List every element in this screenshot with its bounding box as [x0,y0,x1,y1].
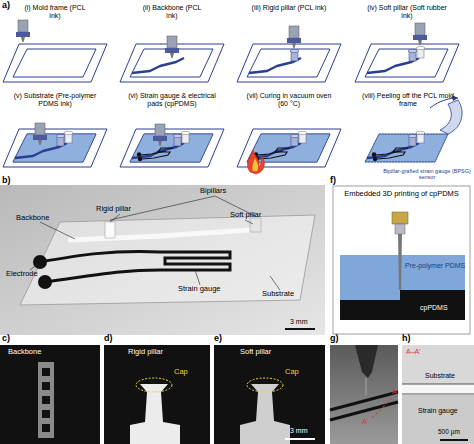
step-label: (v) Substrate (Pre-polymer PDMS ink) [12,92,98,107]
panel-letter: b) [2,176,11,186]
step-label: (ii) Backbone (PCL ink) [137,4,207,19]
scale-label: 500 μm [438,428,460,435]
part-label: Backbone [8,348,41,356]
scale-label: 3 mm [290,318,308,326]
part-label: Soft pillar [230,211,261,219]
part-label: Soft pillar [240,348,271,356]
scale-label: 3 mm [290,427,308,435]
step-label: (viii) Peeling off the PCL mold frame [362,92,454,107]
part-label: Bipillars [200,187,226,195]
step-label: (vii) Curing in vacuum oven (60 °C) [244,92,334,107]
panel-letter: f) [330,176,336,186]
part-label: Rigid pillar [128,348,163,356]
step-label: (iii) Rigid pillar (PCL ink) [249,4,329,12]
panel-letter: d) [104,334,113,344]
panel-letter: h) [402,334,411,344]
part-label: Substrate [262,290,294,298]
part-label: Electrode [6,270,38,278]
part-label: Strain gauge [178,285,221,293]
section-label: A [392,388,397,396]
panel-title: Embedded 3D printing of cpPDMS [336,190,467,198]
panel-letter: g) [330,334,339,344]
layer-label: Pre-polymer PDMS [405,262,465,270]
step-label: (i) Mold frame (PCL ink) [20,4,90,19]
panel-letter: c) [2,334,10,344]
sensor-label: Bipillar-grafted strain gauge (BPSG) sen… [382,168,472,180]
step-label: (iv) Soft pillar (Soft rubber ink) [367,4,447,19]
layer-label: Strain gauge [418,407,458,415]
layer-label: cpPDMS [420,304,448,312]
cap-label: Cap [174,368,188,376]
panel-letter: e) [214,334,222,344]
step-label: (vi) Strain gauge & electrical pads (cpP… [125,92,219,107]
layer-label: Substrate [425,372,455,380]
part-label: Rigid pillar [96,205,131,213]
part-label: Backbone [16,214,49,222]
section-label: A' [362,418,368,426]
panel-letter: a) [2,1,10,11]
section-label: A–A' [406,348,421,356]
cap-label: Cap [285,368,299,376]
